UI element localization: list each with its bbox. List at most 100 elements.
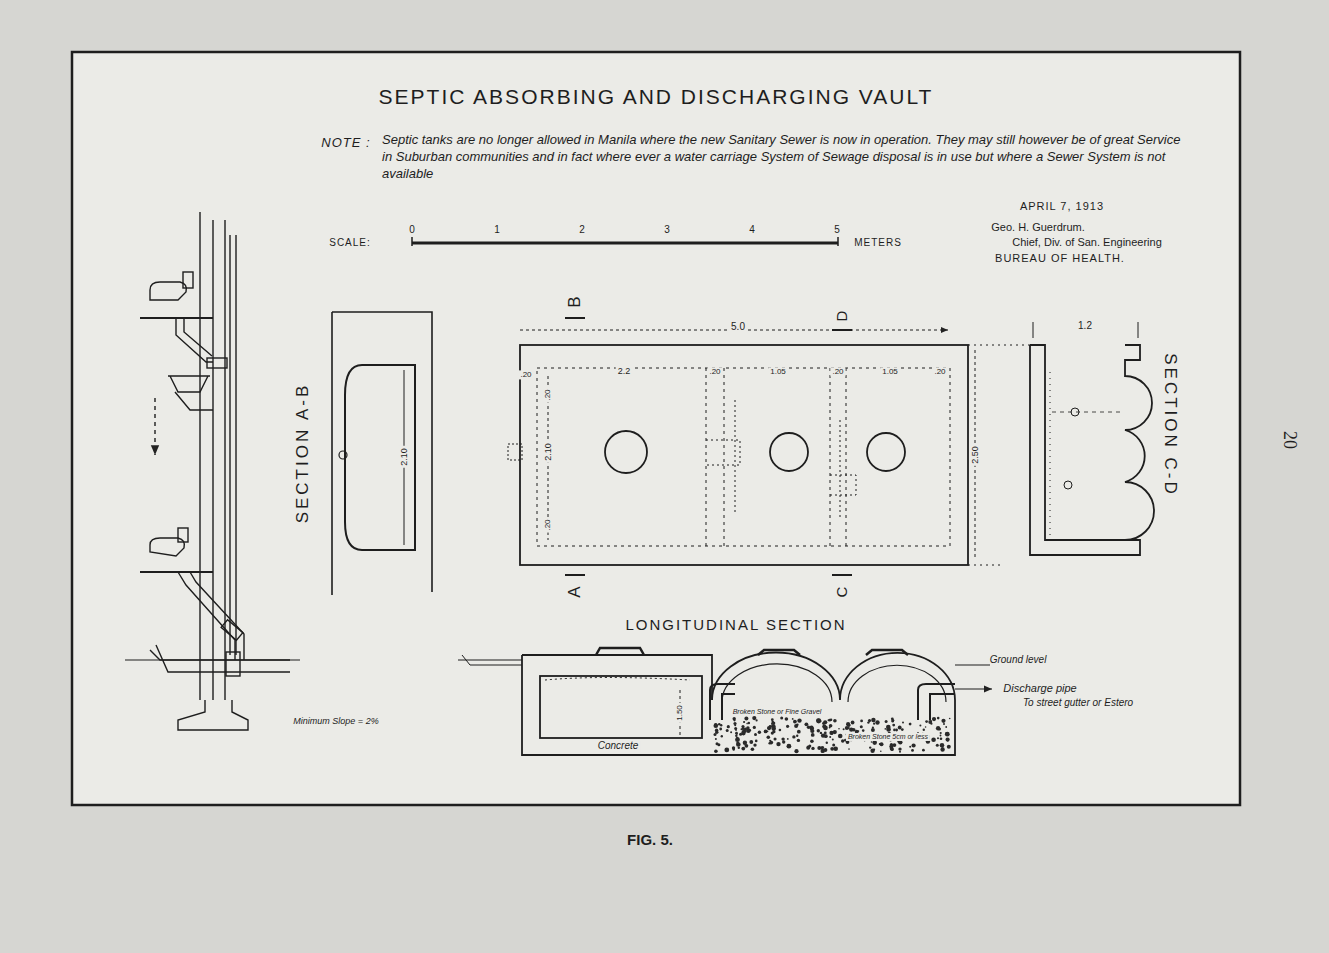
scale-number: 4 — [749, 224, 755, 236]
gravel-dot — [753, 743, 756, 746]
gravel-dot — [811, 747, 814, 750]
dimension: .20 — [707, 367, 722, 376]
gravel-dot — [718, 744, 720, 746]
gravel-dot — [829, 736, 831, 738]
gravel-dot — [858, 730, 860, 732]
gravel-dot — [902, 722, 904, 724]
figure-caption: FIG. 5. — [627, 831, 673, 848]
signature: Geo. H. Guerdrum. — [991, 221, 1085, 234]
gravel-dot — [909, 746, 911, 748]
gravel-dot — [776, 742, 780, 746]
sheet-border — [72, 52, 1240, 805]
gravel-dot — [739, 733, 742, 736]
gravel-dot — [753, 726, 756, 729]
gravel-dot — [749, 740, 753, 744]
gravel-dot — [901, 728, 904, 731]
gravel-dot — [817, 729, 820, 732]
gravel-dot — [940, 743, 945, 748]
gravel-dot — [787, 744, 792, 749]
gravel-dot — [755, 740, 758, 743]
signature-office: BUREAU OF HEALTH. — [995, 252, 1125, 265]
gravel-dot — [734, 727, 737, 730]
gravel-dot — [807, 726, 810, 729]
gravel-dot — [820, 732, 822, 734]
gravel-dot — [848, 727, 850, 729]
gravel-dot — [823, 748, 827, 752]
gravel-dot — [782, 740, 785, 743]
gravel-dot — [817, 746, 821, 750]
gravel-dot — [742, 727, 745, 730]
gravel-dot — [735, 729, 737, 731]
gravel-dot — [862, 729, 865, 732]
page-number: 20 — [1280, 431, 1301, 449]
gravel-dot — [880, 751, 882, 753]
gravel-dot — [769, 725, 772, 728]
gravel-dot — [823, 726, 828, 731]
gravel-dot — [811, 733, 815, 737]
gravel-dot — [767, 726, 771, 730]
gravel-dot — [733, 717, 736, 720]
gravel-dot — [941, 747, 943, 749]
callout: To street gutter or Estero — [1023, 697, 1133, 709]
gravel-dot — [898, 747, 901, 750]
gravel-dot — [871, 741, 873, 743]
scale-number: 1 — [494, 224, 500, 236]
scale-number: 0 — [409, 224, 415, 236]
note-text: Septic tanks are no longer allowed in Ma… — [382, 132, 1194, 183]
gravel-dot — [719, 728, 722, 731]
dimension: 1.05 — [768, 367, 788, 376]
note-heading: NOTE : — [321, 136, 370, 151]
section-title: SECTION A-B — [293, 383, 313, 524]
dimension: .20 — [518, 370, 533, 379]
gravel-dot — [949, 718, 951, 720]
gravel-dot — [885, 728, 887, 730]
gravel-dot — [940, 737, 943, 740]
dimension: .20 — [543, 387, 552, 402]
gravel-dot — [746, 726, 750, 730]
gravel-dot — [754, 733, 757, 736]
dimension: 5.0 — [729, 321, 747, 333]
gravel-dot — [810, 739, 814, 743]
section-title: SECTION C-D — [1160, 353, 1180, 497]
gravel-dot — [937, 717, 940, 720]
gravel-dot — [734, 724, 736, 726]
dimension: .20 — [830, 367, 845, 376]
gravel-dot — [780, 717, 783, 720]
gravel-dot — [741, 747, 745, 751]
gravel-dot — [870, 749, 874, 753]
gravel-dot — [860, 720, 863, 723]
gravel-dot — [797, 730, 801, 734]
gravel-dot — [758, 731, 761, 734]
gravel-dot — [843, 728, 845, 730]
gravel-dot — [724, 748, 729, 753]
gravel-dot — [822, 746, 824, 748]
gravel-dot — [912, 743, 916, 747]
gravel-dot — [805, 722, 809, 726]
section-marker: C — [833, 587, 850, 598]
material-label: Concrete — [596, 740, 641, 752]
gravel-dot — [925, 720, 928, 723]
gravel-dot — [792, 718, 794, 720]
longitudinal-section — [458, 648, 992, 755]
dimension: .20 — [543, 517, 552, 532]
dimension: 1.50 — [675, 703, 684, 723]
gravel-dot — [860, 725, 863, 728]
gravel-dot — [851, 721, 855, 725]
gravel-dot — [720, 724, 722, 726]
gravel-dot — [786, 725, 789, 728]
gravel-dot — [797, 739, 800, 742]
gravel-dot — [943, 723, 945, 725]
gravel-dot — [792, 735, 795, 738]
gravel-dot — [873, 723, 875, 725]
gravel-dot — [886, 727, 891, 732]
gravel-dot — [940, 747, 944, 751]
gravel-dot — [945, 726, 947, 728]
dimension: 2.10 — [399, 446, 409, 468]
gravel-dot — [946, 738, 950, 742]
gravel-dot — [909, 723, 911, 725]
gravel-dot — [922, 749, 925, 752]
gravel-dot — [823, 720, 827, 724]
dimension: 2.10 — [543, 441, 553, 463]
dimension: 1.2 — [1076, 320, 1094, 332]
gravel-dot — [748, 722, 751, 725]
